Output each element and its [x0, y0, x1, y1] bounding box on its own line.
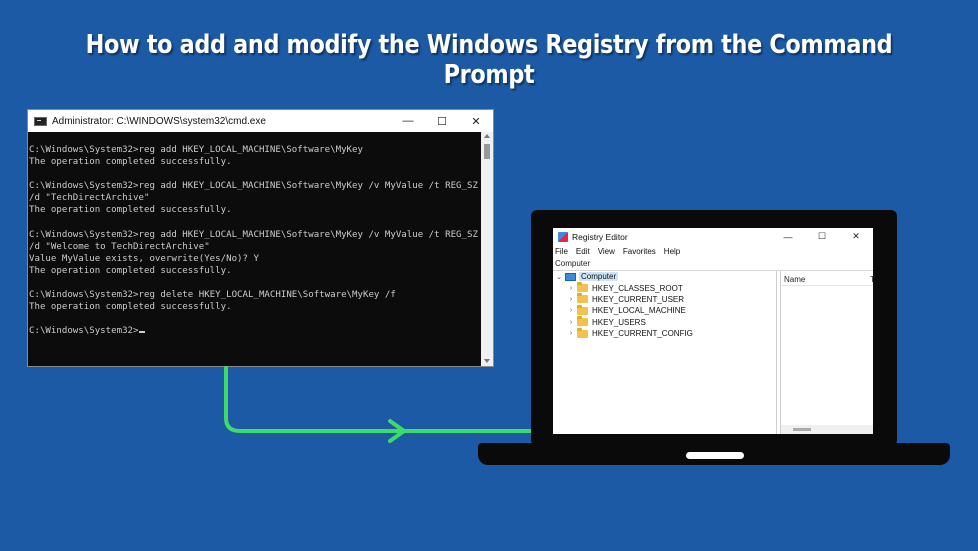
arrow-head-icon	[388, 419, 406, 443]
maximize-button[interactable]: ☐	[817, 231, 827, 241]
tree-item-hkey-current-config[interactable]: › HKEY_CURRENT_CONFIG	[553, 327, 776, 339]
tree-item-computer[interactable]: ⌄ Computer	[553, 271, 776, 282]
menu-file[interactable]: File	[555, 247, 568, 256]
scroll-up-icon[interactable]	[484, 134, 490, 138]
cmd-scrollbar[interactable]	[481, 132, 493, 366]
laptop-notch	[686, 452, 744, 459]
minimize-button[interactable]: —	[402, 115, 414, 127]
registry-panes: ⌄ Computer › HKEY_CLASSES_ROOT › HKEY_CU…	[553, 271, 873, 434]
tree-item-label: HKEY_CLASSES_ROOT	[592, 283, 683, 293]
console-line: C:\Windows\System32>reg add HKEY_LOCAL_M…	[29, 145, 363, 155]
folder-icon	[577, 316, 588, 327]
tree-item-hkey-classes-root[interactable]: › HKEY_CLASSES_ROOT	[553, 282, 776, 293]
console-line: The operation completed successfully.	[29, 157, 232, 168]
maximize-button[interactable]: ☐	[437, 115, 447, 128]
console-line: C:\Windows\System32>reg delete HKEY_LOCA…	[29, 290, 396, 301]
cmd-window-title: Administrator: C:\WINDOWS\system32\cmd.e…	[52, 115, 266, 127]
text-cursor	[138, 331, 145, 334]
menu-view[interactable]: View	[597, 247, 615, 256]
registry-window-title: Registry Editor	[572, 231, 628, 242]
cmd-window-controls: — ☐ ✕	[391, 110, 493, 132]
tree-item-label: HKEY_LOCAL_MACHINE	[592, 306, 686, 316]
chevron-right-icon[interactable]: ›	[569, 307, 573, 315]
values-header: Name T	[781, 271, 873, 286]
tree-item-hkey-current-user[interactable]: › HKEY_CURRENT_USER	[553, 293, 776, 305]
key-tree-pane: ⌄ Computer › HKEY_CLASSES_ROOT › HKEY_CU…	[553, 271, 777, 434]
registry-titlebar[interactable]: Registry Editor — ☐ ✕	[553, 228, 873, 245]
folder-icon	[577, 327, 588, 338]
menu-edit[interactable]: Edit	[575, 247, 590, 256]
console-line: The operation completed successfully.	[29, 265, 232, 276]
console-line: Value MyValue exists, overwrite(Yes/No)?…	[29, 253, 259, 264]
menu-help[interactable]: Help	[663, 247, 681, 256]
console-line: C:\Windows\System32>	[29, 325, 481, 337]
tree-item-hkey-users[interactable]: › HKEY_USERS	[553, 316, 776, 328]
console-line: /d "Welcome to TechDirectArchive"	[29, 241, 210, 252]
scroll-thumb[interactable]	[793, 428, 811, 431]
tree-item-label: HKEY_CURRENT_CONFIG	[592, 329, 693, 339]
cmd-window: Administrator: C:\WINDOWS\system32\cmd.e…	[27, 109, 494, 367]
tree-item-hkey-local-machine[interactable]: › HKEY_LOCAL_MACHINE	[553, 304, 776, 316]
folder-icon	[577, 293, 588, 304]
folder-icon	[577, 282, 588, 293]
console-line: The operation completed successfully.	[29, 205, 232, 216]
console-line: The operation completed successfully.	[29, 302, 232, 313]
tree-item-label: HKEY_CURRENT_USER	[592, 294, 685, 304]
minimize-button[interactable]: —	[783, 231, 793, 242]
tree-item-label: HKEY_USERS	[592, 317, 646, 327]
scroll-down-icon[interactable]	[484, 359, 490, 363]
tree-item-label: Computer	[579, 272, 619, 282]
chevron-right-icon[interactable]: ›	[569, 318, 573, 326]
chevron-down-icon[interactable]: ⌄	[556, 273, 562, 281]
cmd-titlebar[interactable]: Administrator: C:\WINDOWS\system32\cmd.e…	[28, 110, 493, 132]
chevron-right-icon[interactable]: ›	[569, 330, 573, 338]
console-line: C:\Windows\System32>reg add HKEY_LOCAL_M…	[29, 229, 478, 240]
scroll-thumb[interactable]	[484, 144, 490, 159]
chevron-right-icon[interactable]: ›	[569, 284, 573, 292]
console-output[interactable]: C:\Windows\System32>reg add HKEY_LOCAL_M…	[28, 132, 481, 366]
menu-favorites[interactable]: Favorites	[622, 247, 656, 256]
values-hscrollbar[interactable]	[781, 425, 873, 434]
arrow-line-icon	[224, 366, 532, 433]
console-icon	[34, 116, 47, 126]
registry-window-controls: — ☐ ✕	[771, 228, 873, 245]
page-title: How to add and modify the Windows Regist…	[85, 30, 893, 90]
close-button[interactable]: ✕	[471, 115, 481, 128]
chevron-right-icon[interactable]: ›	[569, 295, 573, 303]
column-header-type[interactable]: T	[870, 275, 873, 284]
folder-icon	[577, 304, 588, 315]
address-bar[interactable]: Computer	[553, 258, 873, 271]
close-button[interactable]: ✕	[852, 231, 860, 241]
values-pane: Name T	[780, 271, 873, 434]
registry-editor-window: Registry Editor — ☐ ✕ File Edit View Fav…	[553, 228, 873, 434]
column-header-name[interactable]: Name	[784, 275, 806, 284]
computer-icon	[565, 272, 576, 281]
menu-bar: File Edit View Favorites Help	[553, 245, 873, 258]
registry-icon	[558, 231, 568, 242]
console-line: /d "TechDirectArchive"	[29, 193, 150, 204]
console-line: C:\Windows\System32>reg add HKEY_LOCAL_M…	[29, 181, 478, 192]
